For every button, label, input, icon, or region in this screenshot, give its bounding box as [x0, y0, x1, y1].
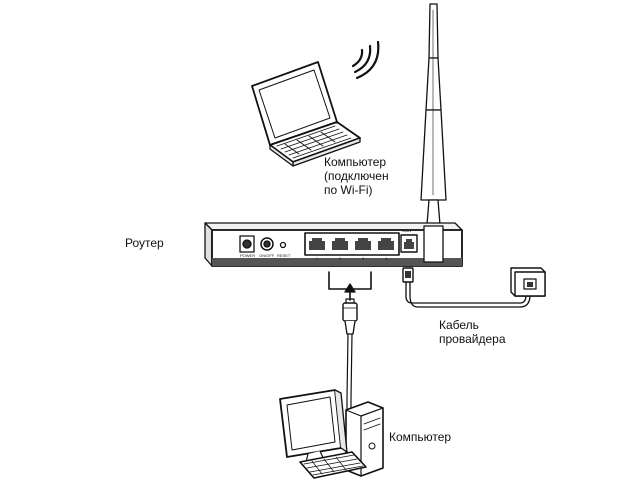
- rj45-connector-icon: [342, 298, 358, 335]
- lan-port-2-label: 2: [339, 256, 342, 261]
- desktop-label: Компьютер: [389, 430, 452, 444]
- cable-label-line1: Кабель: [439, 318, 479, 332]
- power-jack: POWER: [239, 235, 255, 258]
- reset-port-label: RESET: [277, 253, 291, 258]
- power-port-label: POWER: [240, 253, 255, 258]
- lan-port-4-label: 4: [385, 256, 388, 261]
- router-label: Роутер: [125, 236, 164, 250]
- laptop-label-line3: по Wi-Fi): [324, 183, 373, 197]
- onoff-port-label: ON/OFF: [259, 253, 275, 258]
- power-switch: ON/OFF: [259, 237, 275, 258]
- laptop-label-line2: (подключен: [324, 169, 389, 183]
- wan-port-label: WAN: [402, 228, 411, 233]
- wan-port: WAN: [400, 228, 418, 253]
- provider-cable: [402, 267, 531, 308]
- laptop-icon: [251, 61, 361, 167]
- lan-port-3-label: 3: [362, 256, 365, 261]
- router-icon: POWER ON/OFF RESET: [204, 222, 463, 267]
- reset-button: RESET: [277, 241, 291, 258]
- laptop-label-line1: Компьютер: [324, 155, 387, 169]
- desktop-computer-icon: [279, 389, 384, 479]
- wifi-signal-icon: [351, 40, 380, 80]
- phone-wall-socket-icon: [510, 267, 546, 297]
- lan-ports: 1 2 3 4: [304, 232, 400, 261]
- cable-label-line2: провайдера: [439, 332, 506, 346]
- lan-port-1-label: 1: [316, 256, 319, 261]
